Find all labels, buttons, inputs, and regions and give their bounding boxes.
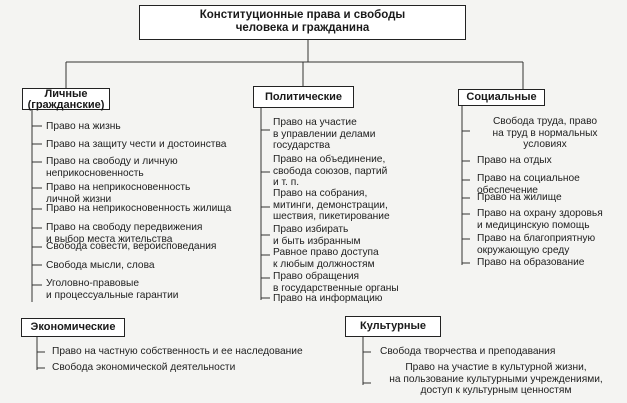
social-item: Право на благоприятную окружающую среду bbox=[477, 233, 595, 256]
item-line: митинги, демонстрации, bbox=[273, 199, 388, 211]
social-item: Право на социальное обеспечение bbox=[477, 173, 580, 196]
header-personal-line-2: (гражданские) bbox=[27, 99, 105, 111]
political-item: Право на участие в управлении делами гос… bbox=[273, 117, 375, 152]
header-personal: Личные (гражданские) bbox=[22, 88, 110, 111]
item-line: и процессуальные гарантии bbox=[46, 289, 179, 301]
item-line: Право на участие в культурной жизни, bbox=[405, 362, 587, 373]
header-cultural: Культурные bbox=[345, 316, 441, 337]
item-line: Свобода мысли, слова bbox=[46, 260, 155, 271]
social-item: Право на жилище bbox=[477, 192, 562, 204]
item-line: личной жизни bbox=[46, 193, 112, 205]
personal-item: Право на жизнь bbox=[46, 121, 121, 133]
political-item: Право на информацию bbox=[273, 293, 382, 305]
social-item: Свобода труда, право на труд в нормальны… bbox=[472, 116, 618, 151]
cultural-item: Право на участие в культурной жизни, на … bbox=[370, 362, 622, 397]
personal-item: Право на свободу передвижения и выбор ме… bbox=[46, 222, 202, 245]
political-item: Равное право доступа к любым должностям bbox=[273, 247, 379, 270]
personal-item: Свобода мысли, слова bbox=[46, 260, 155, 272]
political-item: Право обращения в государственные органы bbox=[273, 271, 399, 294]
header-social: Социальные bbox=[458, 89, 545, 106]
item-line: Право на охрану здоровья bbox=[477, 208, 603, 219]
item-line: Право на благоприятную bbox=[477, 233, 596, 244]
economic-item: Право на частную собственность и ее насл… bbox=[52, 346, 303, 358]
item-line: Свобода творчества и преподавания bbox=[380, 346, 556, 357]
item-line: Право на свободу и личную bbox=[46, 156, 178, 167]
item-line: Свобода труда, право bbox=[492, 116, 598, 127]
item-line: и быть избранным bbox=[273, 235, 361, 247]
social-item: Право на охрану здоровья и медицинскую п… bbox=[477, 208, 603, 231]
header-personal-line-1: Личные bbox=[44, 88, 88, 100]
title-line-1: Конституционные права и свободы bbox=[199, 9, 406, 21]
item-line: условиях bbox=[523, 139, 567, 150]
item-line: Право на жилище bbox=[477, 192, 562, 203]
item-line: Право избирать bbox=[273, 224, 349, 235]
item-line: Право на участие bbox=[273, 117, 357, 128]
header-economic: Экономические bbox=[21, 318, 125, 337]
item-line: Уголовно-правовые bbox=[46, 278, 139, 289]
item-line: Равное право доступа bbox=[273, 247, 379, 258]
social-item: Право на образование bbox=[477, 257, 584, 269]
item-line: Право на неприкосновенность жилища bbox=[46, 203, 232, 214]
item-line: Свобода экономической деятельности bbox=[52, 362, 236, 373]
item-line: на труд в нормальных bbox=[492, 127, 598, 139]
title-line-2: человека и гражданина bbox=[235, 22, 370, 34]
item-line: и т. п. bbox=[273, 177, 300, 188]
item-line: к любым должностям bbox=[273, 258, 375, 270]
item-line: на пользование культурными учреждениями, bbox=[389, 373, 603, 385]
item-line: Право на свободу передвижения bbox=[46, 222, 203, 233]
personal-item: Свобода совести, вероисповедания bbox=[46, 241, 216, 253]
item-line: Право на информацию bbox=[273, 293, 383, 304]
diagram-title: Конституционные права и свободы человека… bbox=[139, 5, 466, 40]
item-line: окружающую среду bbox=[477, 244, 570, 256]
political-item: Право на объединение, свобода союзов, па… bbox=[273, 154, 387, 189]
political-item: Право на собрания, митинги, демонстрации… bbox=[273, 188, 390, 223]
personal-item: Уголовно-правовые и процессуальные гаран… bbox=[46, 278, 178, 301]
item-line: Право на защиту чести и достоинства bbox=[46, 139, 227, 150]
item-line: и медицинскую помощь bbox=[477, 219, 590, 231]
item-line: Право на объединение, bbox=[273, 154, 386, 165]
personal-item: Право на защиту чести и достоинства bbox=[46, 139, 226, 151]
personal-item: Право на неприкосновенность жилища bbox=[46, 203, 231, 215]
item-line: Право на частную собственность и ее насл… bbox=[52, 346, 303, 357]
item-line: и выбор места жительства bbox=[46, 233, 173, 245]
item-line: свобода союзов, партий bbox=[273, 165, 388, 177]
personal-item: Право на неприкосновенность личной жизни bbox=[46, 182, 190, 205]
item-line: Право на жизнь bbox=[46, 121, 121, 132]
item-line: государства bbox=[273, 140, 331, 151]
header-political: Политические bbox=[253, 86, 354, 108]
economic-item: Свобода экономической деятельности bbox=[52, 362, 235, 374]
item-line: Право на отдых bbox=[477, 155, 552, 166]
item-line: Право на неприкосновенность bbox=[46, 182, 191, 193]
item-line: неприкосновенность bbox=[46, 167, 144, 179]
item-line: Право на собрания, bbox=[273, 188, 368, 199]
item-line: доступ к культурным ценностям bbox=[420, 385, 572, 396]
personal-item: Право на свободу и личную неприкосновенн… bbox=[46, 156, 178, 179]
item-line: в управлении делами bbox=[273, 128, 376, 140]
item-line: Право обращения bbox=[273, 271, 360, 282]
item-line: Свобода совести, вероисповедания bbox=[46, 241, 217, 252]
item-line: обеспечение bbox=[477, 184, 538, 196]
social-item: Право на отдых bbox=[477, 155, 552, 167]
cultural-item: Свобода творчества и преподавания bbox=[380, 346, 555, 358]
item-line: шествия, пикетирование bbox=[273, 211, 390, 222]
item-line: в государственные органы bbox=[273, 282, 399, 294]
political-item: Право избирать и быть избранным bbox=[273, 224, 360, 247]
item-line: Право на образование bbox=[477, 257, 585, 268]
item-line: Право на социальное bbox=[477, 173, 580, 184]
